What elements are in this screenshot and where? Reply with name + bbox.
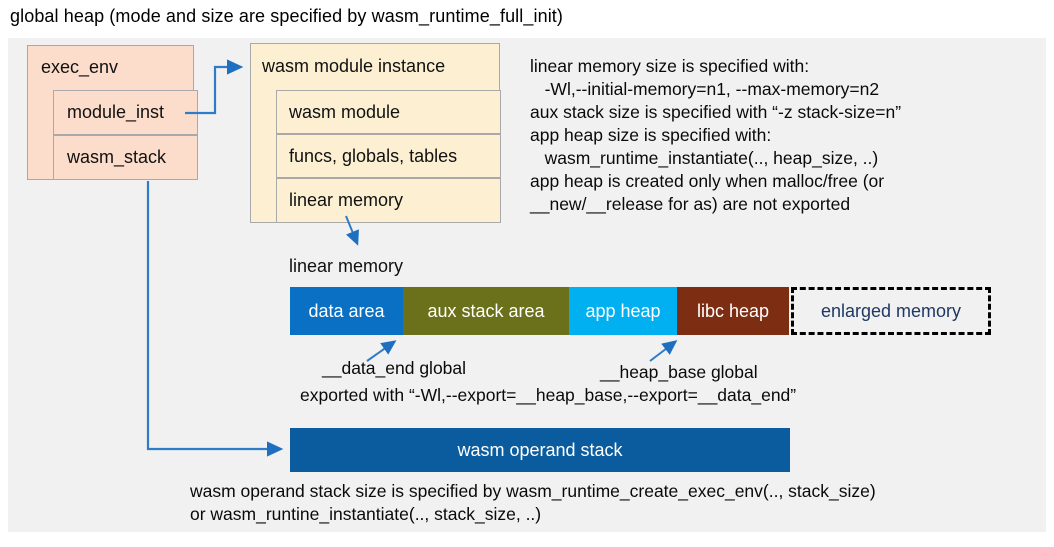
libc-heap-segment: libc heap [677, 287, 789, 335]
enlarged-memory-segment: enlarged memory [791, 287, 991, 335]
exec-env-label: exec_env [41, 57, 119, 77]
wasm-stack-label: wasm_stack [67, 147, 167, 167]
linear-memory-bar-label: linear memory [289, 256, 404, 276]
funcs-globals-tables-label: funcs, globals, tables [289, 145, 458, 166]
aux-stack-area-segment: aux stack area [403, 287, 569, 335]
data-end-global-label: __data_end global [322, 358, 467, 378]
aux-stack-area-label: aux stack area [427, 300, 545, 321]
app-heap-label: app heap [585, 300, 661, 321]
diagram-title: global heap (mode and size are specified… [10, 6, 563, 26]
libc-heap-label: libc heap [696, 300, 770, 321]
funcs-globals-tables-box: funcs, globals, tables [276, 134, 501, 178]
linear-memory-row-label: linear memory [289, 190, 404, 210]
wasm-stack-box: wasm_stack [53, 135, 198, 180]
app-heap-segment: app heap [569, 287, 677, 335]
enlarged-memory-label: enlarged memory [820, 300, 962, 321]
export-flags-label: exported with “-Wl,--export=__heap_base,… [300, 385, 797, 405]
wasm-operand-stack-label: wasm operand stack [457, 439, 623, 460]
data-area-label: data area [308, 300, 385, 321]
heap-base-global-label: __heap_base global [600, 362, 758, 382]
wasm-module-instance-label: wasm module instance [262, 56, 446, 76]
wasm-module-box: wasm module [276, 90, 501, 134]
module-inst-label: module_inst [67, 102, 165, 122]
linear-memory-notes: linear memory size is specified with: -W… [530, 56, 902, 214]
linear-memory-row-box: linear memory [276, 178, 501, 223]
data-area-segment: data area [290, 287, 403, 335]
module-inst-box: module_inst [53, 90, 198, 135]
linear-memory-bar: data area aux stack area app heap libc h… [290, 287, 991, 335]
operand-stack-notes: wasm operand stack size is specified by … [190, 481, 876, 524]
wasm-operand-stack-bar: wasm operand stack [290, 428, 790, 472]
wasm-module-label: wasm module [289, 101, 401, 122]
